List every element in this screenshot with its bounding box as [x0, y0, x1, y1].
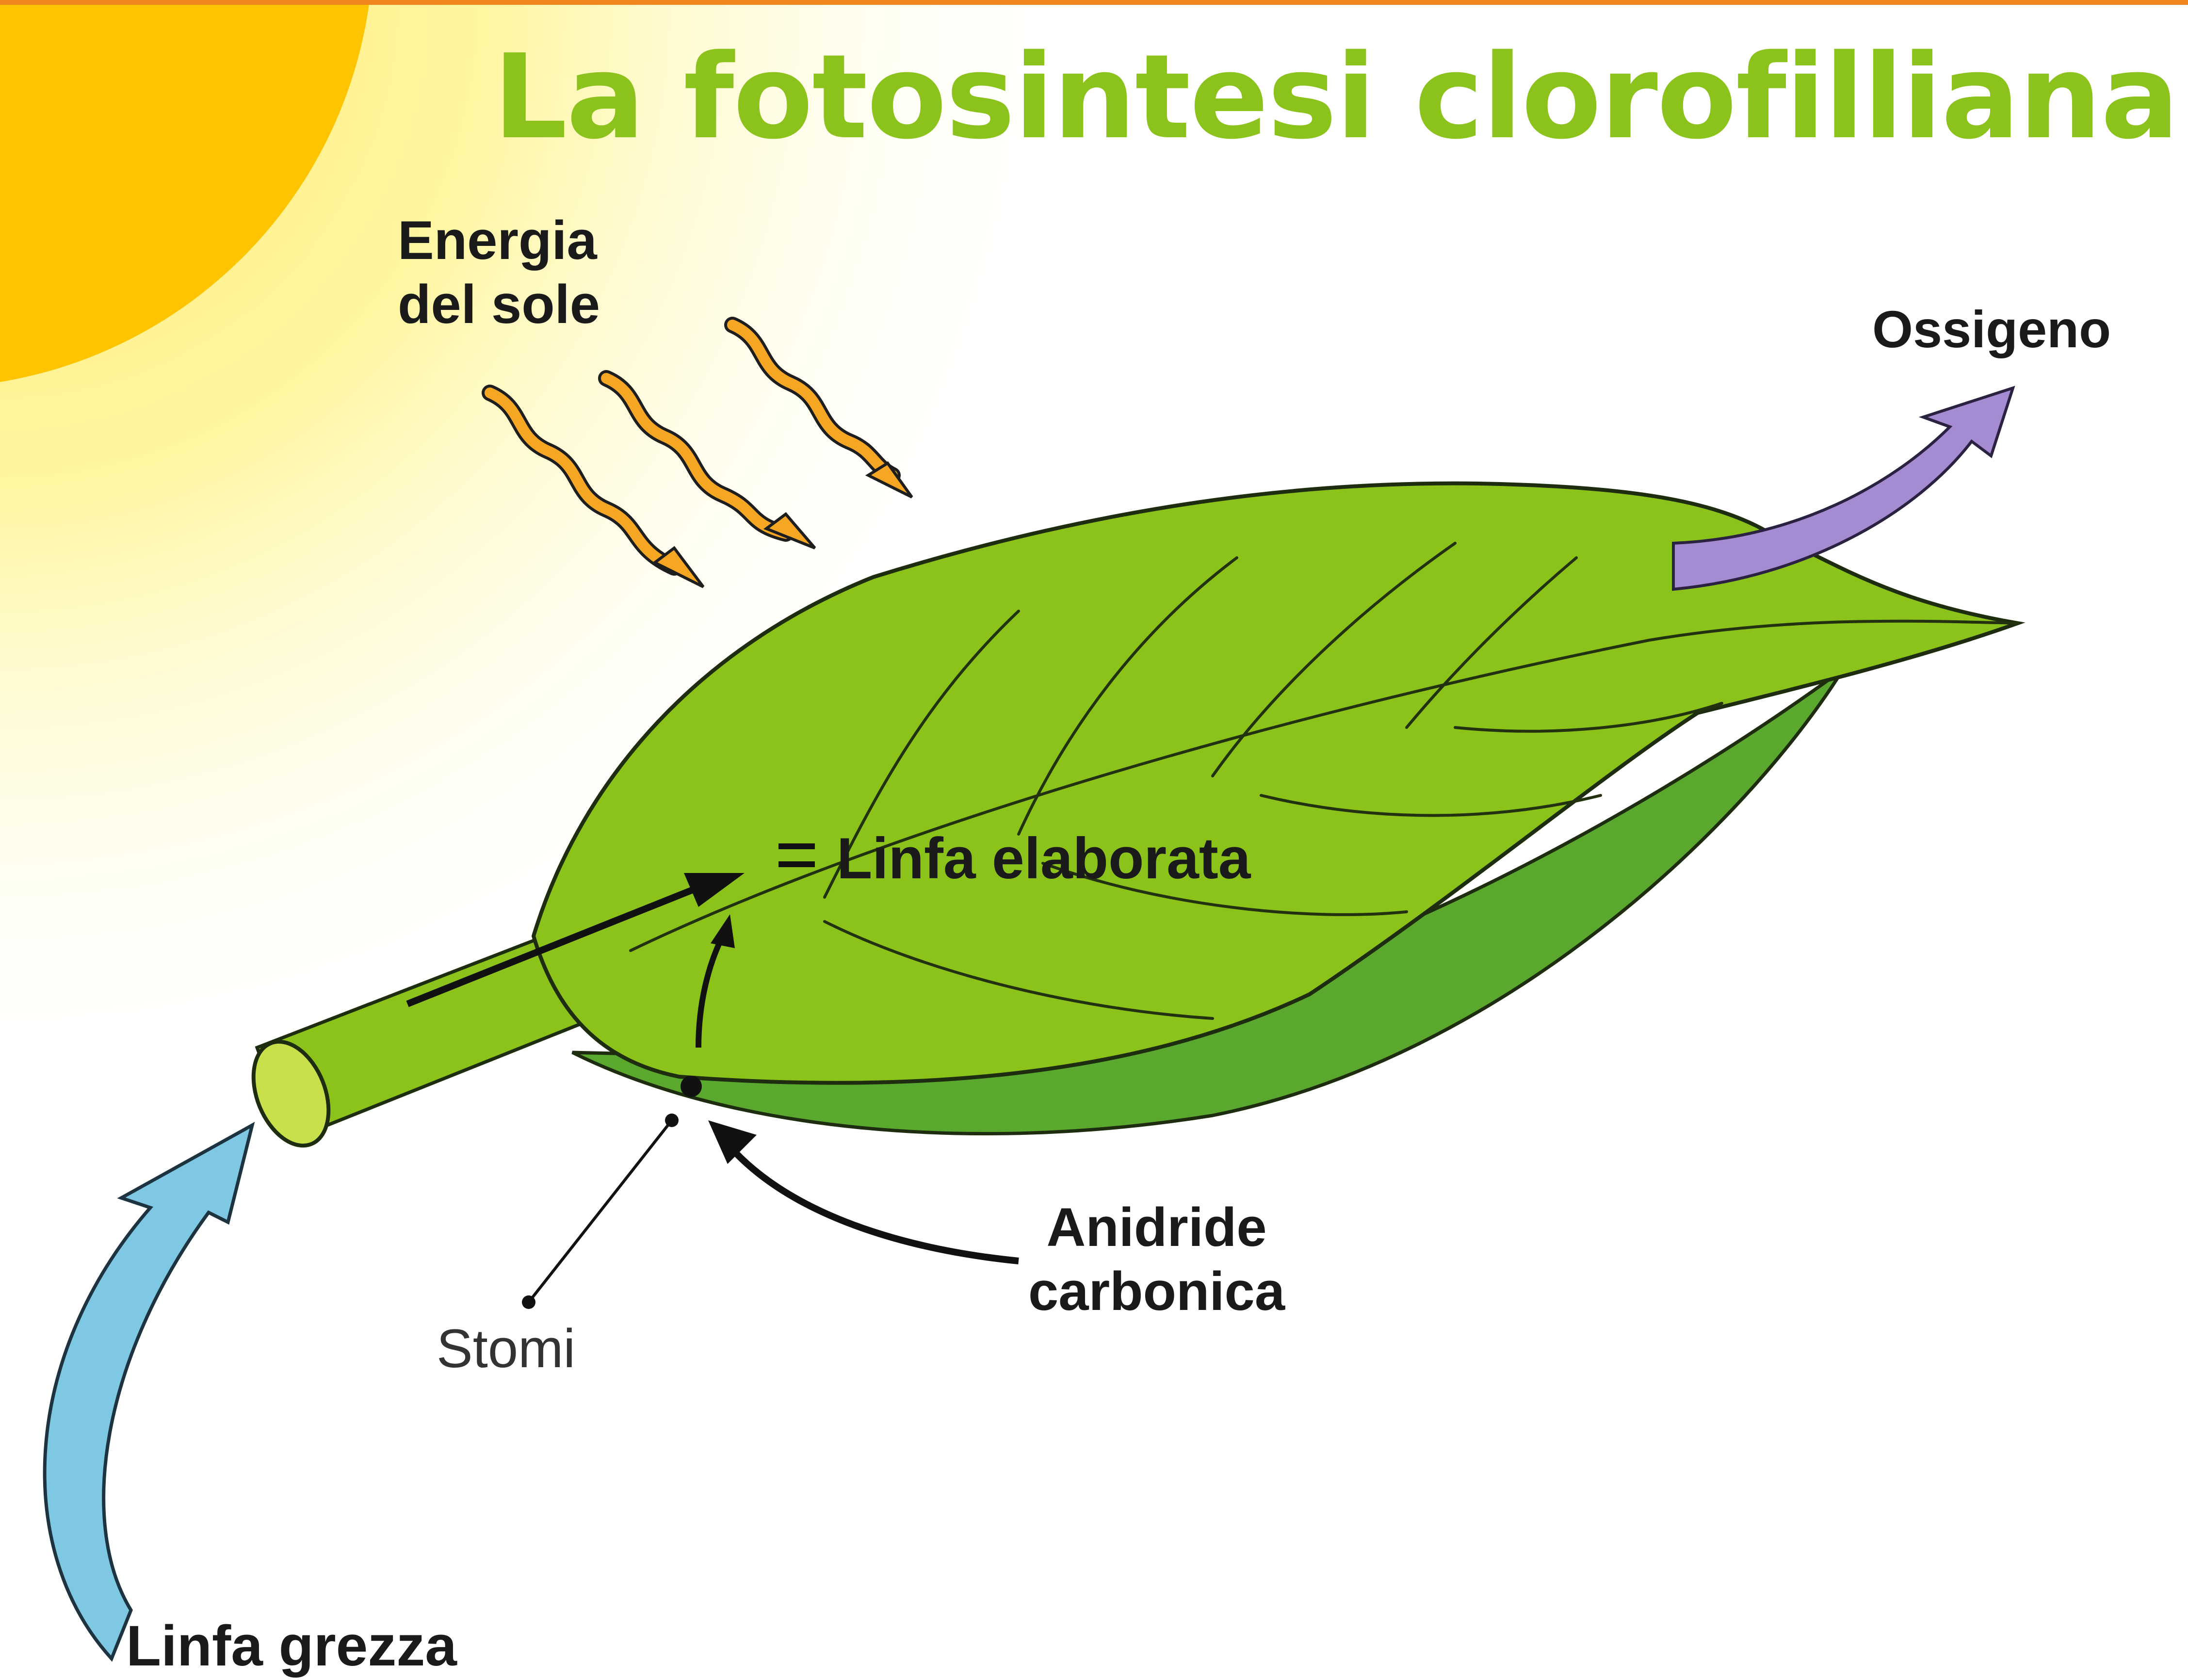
label-energia-del-sole: Energia del sole	[398, 209, 600, 337]
page-title: La fotosintesi clorofilliana	[493, 29, 2178, 165]
label-linfa-grezza: Linfa grezza	[126, 1613, 457, 1680]
label-stomi: Stomi	[437, 1317, 575, 1381]
top-border	[0, 0, 2188, 5]
label-ossigeno: Ossigeno	[1872, 298, 2111, 360]
label-linfa-elaborata: Linfa elaborata	[837, 824, 1251, 893]
label-anidride-carbonica: Anidride carbonica	[1028, 1195, 1285, 1324]
